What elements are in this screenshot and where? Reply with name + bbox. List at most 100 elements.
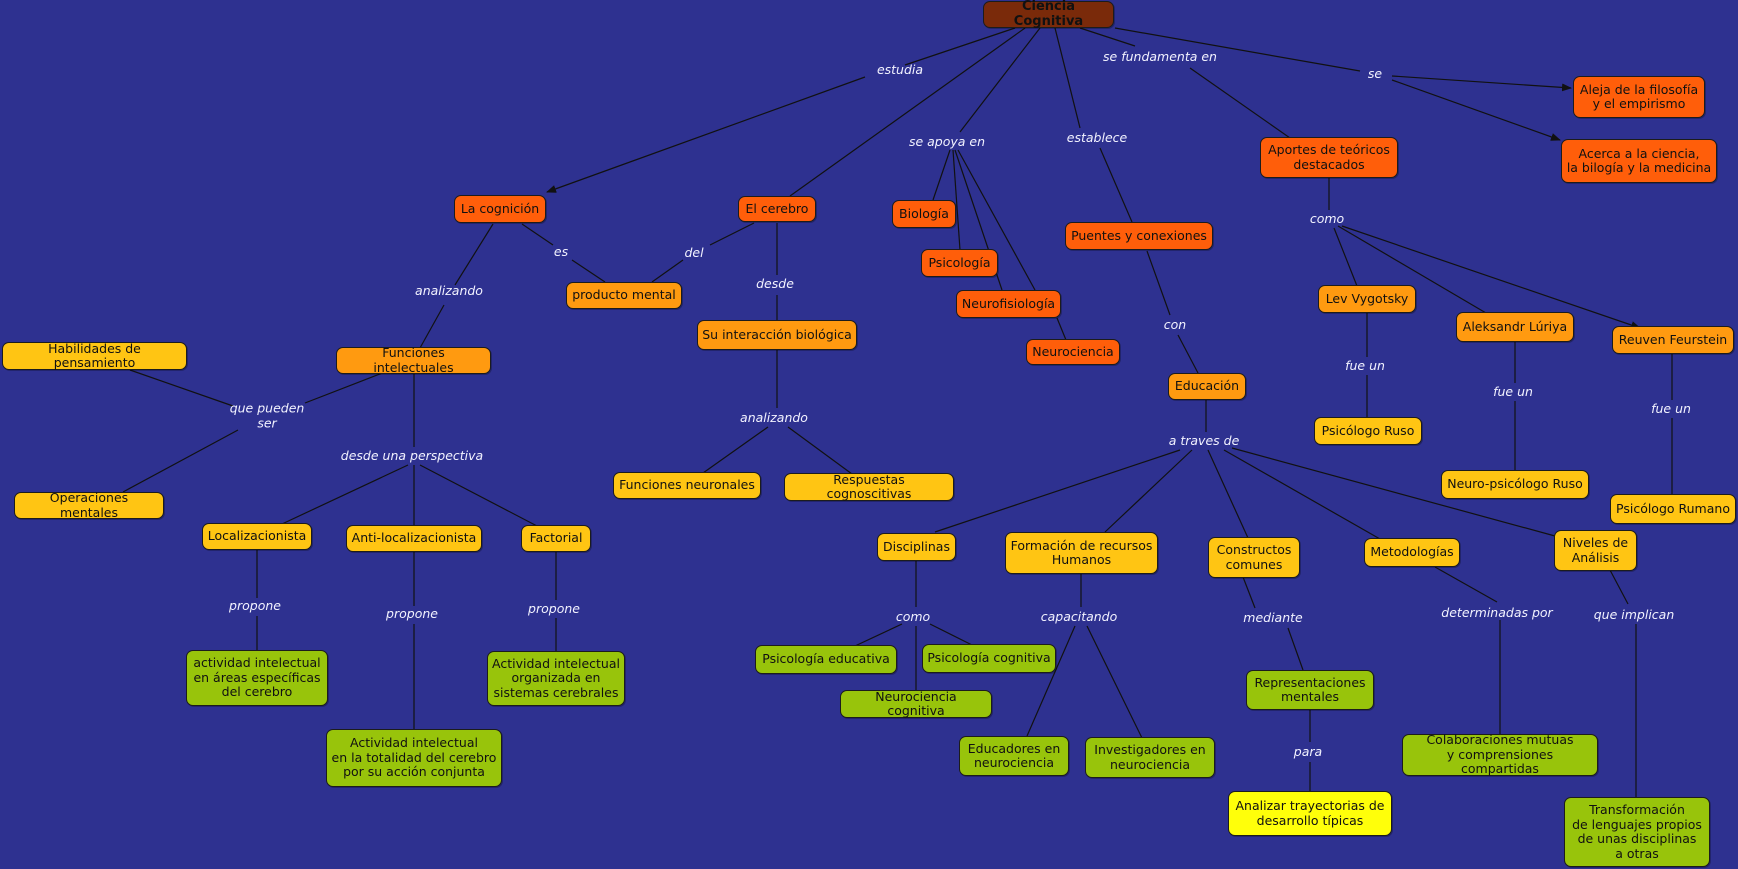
line-como-luriya — [1337, 225, 1487, 314]
line-root-fundamenta — [1079, 27, 1136, 47]
link-label-es: es — [553, 243, 569, 259]
line-root-cerebro — [789, 27, 1026, 197]
line-analizando-funciones — [419, 304, 445, 349]
link-label-mediante: mediante — [1243, 609, 1303, 625]
concept-representaciones-mentales[interactable]: Representaciones mentales — [1246, 670, 1374, 710]
line-root-se — [1114, 27, 1361, 72]
line-cognicion-es — [521, 223, 554, 246]
concept-actividad-totalidad[interactable]: Actividad intelectual en la totalidad de… — [326, 729, 502, 787]
line-cerebro-del — [709, 222, 755, 246]
concept-aleja-filosofia[interactable]: Aleja de la filosofía y el empirismo — [1573, 76, 1705, 118]
concept-neuropsicologo-ruso[interactable]: Neuro-psicólogo Ruso — [1441, 470, 1589, 499]
concept-educacion[interactable]: Educación — [1168, 373, 1246, 400]
line-mediante-representaciones — [1287, 627, 1304, 671]
concept-puentes-conexiones[interactable]: Puentes y conexiones — [1065, 222, 1213, 250]
concept-transformacion-lenguajes[interactable]: Transformación de lenguajes propios de u… — [1564, 797, 1710, 867]
concept-aleksandr-luriya[interactable]: Aleksandr Lúriya — [1456, 312, 1574, 342]
concept-interaccion-biologica[interactable]: Su interacción biológica — [697, 320, 857, 350]
link-label-capacitando: capacitando — [1040, 608, 1118, 624]
line-capacitando-educadores — [1026, 625, 1076, 737]
link-label-establece: establece — [1066, 129, 1128, 145]
link-label-desde-una-perspectiva: desde una perspectiva — [340, 447, 484, 463]
line-atraves-disciplinas — [934, 449, 1181, 533]
concept-psicologo-ruso[interactable]: Psicólogo Ruso — [1314, 417, 1422, 445]
line-desdepersp-loc — [281, 464, 409, 525]
link-label-como-2: como — [1309, 210, 1345, 226]
link-label-fue-un-3: fue un — [1651, 400, 1691, 416]
concept-colaboraciones-mutuas[interactable]: Colaboraciones mutuas y comprensiones co… — [1402, 733, 1598, 776]
concept-psicologia[interactable]: Psicología — [921, 249, 998, 277]
link-label-estudia: estudia — [876, 61, 924, 77]
concept-disciplinas[interactable]: Disciplinas — [877, 533, 956, 561]
concept-producto-mental[interactable]: producto mental — [566, 282, 682, 309]
concept-metodologias[interactable]: Metodologías — [1364, 538, 1460, 567]
line-con-educacion — [1177, 334, 1199, 374]
link-label-analizando-1: analizando — [415, 282, 483, 298]
concept-respuestas-cognoscitivas[interactable]: Respuestas cognoscitivas — [784, 472, 954, 501]
concept-operaciones-mentales[interactable]: Operaciones mentales — [14, 490, 164, 519]
concept-actividad-areas[interactable]: actividad intelectual en áreas específic… — [186, 650, 328, 706]
concept-funciones-neuronales[interactable]: Funciones neuronales — [613, 472, 761, 499]
line-apoya-neurociencia — [957, 149, 1036, 291]
link-label-propone-3: propone — [528, 600, 580, 616]
concept-neurociencia-cognitiva[interactable]: Neurociencia cognitiva — [840, 689, 992, 718]
concept-aportes-teoricos[interactable]: Aportes de teóricos destacados — [1260, 137, 1398, 178]
line-es-producto — [571, 259, 606, 283]
line-se-aleja — [1391, 75, 1572, 92]
link-label-se: se — [1367, 65, 1383, 81]
link-label-que-implican: que implican — [1593, 606, 1675, 622]
concept-habilidades-pensamiento[interactable]: Habilidades de pensamiento — [2, 341, 187, 370]
line-analizando-respuestas — [787, 426, 853, 475]
line-neurofisio-neurociencia — [1056, 317, 1067, 341]
concept-acerca-ciencia[interactable]: Acerca a la ciencia, la bilogía y la med… — [1561, 139, 1717, 183]
concept-neurociencia[interactable]: Neurociencia — [1026, 339, 1120, 365]
concept-neurofisiologia[interactable]: Neurofisiología — [956, 290, 1061, 318]
concept-localizacionista[interactable]: Localizacionista — [202, 523, 312, 550]
line-se-acerca — [1391, 79, 1561, 141]
concept-ciencia-cognitiva[interactable]: Ciencia Cognitiva — [983, 0, 1114, 28]
link-label-determinadas-por: determinadas por — [1441, 604, 1553, 620]
concept-funciones-intelectuales[interactable]: Funciones intelectuales — [336, 345, 491, 374]
line-root-seapoya — [959, 27, 1041, 133]
link-label-como-1: como — [895, 608, 931, 624]
concept-el-cerebro[interactable]: El cerebro — [738, 196, 816, 222]
line-como-psiccognitiva — [929, 623, 973, 646]
line-como-psiceducativa — [854, 623, 903, 647]
concept-analizar-trayectorias[interactable]: Analizar trayectorias de desarrollo típi… — [1228, 791, 1392, 836]
concept-niveles-analisis[interactable]: Niveles de Análisis — [1554, 530, 1637, 571]
line-atraves-niveles — [1231, 447, 1556, 537]
concept-biologia[interactable]: Biología — [892, 200, 956, 228]
line-del-producto — [651, 259, 684, 283]
concept-psicologo-rumano[interactable]: Psicólogo Rumano — [1610, 494, 1736, 524]
concept-educadores-neurociencia[interactable]: Educadores en neurociencia — [959, 736, 1069, 776]
concept-anti-localizacionista[interactable]: Anti-localizacionista — [346, 525, 482, 552]
link-label-del: del — [684, 244, 704, 260]
concept-factorial[interactable]: Factorial — [521, 525, 591, 552]
concept-constructos-comunes[interactable]: Constructos comunes — [1208, 537, 1300, 578]
line-root-establece — [1054, 27, 1081, 129]
concept-reuven-feurstein[interactable]: Reuven Feurstein — [1612, 326, 1734, 354]
link-label-que-pueden-ser: que pueden ser — [229, 400, 305, 430]
line-apoya-psicologia — [952, 149, 961, 251]
link-label-analizando-2: analizando — [740, 409, 808, 425]
line-como-vygotsky — [1333, 227, 1358, 287]
line-funciones-quepueden — [304, 371, 386, 404]
link-label-desde: desde — [756, 275, 794, 291]
concept-lev-vygotsky[interactable]: Lev Vygotsky — [1318, 285, 1416, 313]
concept-psicologia-cognitiva[interactable]: Psicología cognitiva — [922, 644, 1056, 673]
concept-psicologia-educativa[interactable]: Psicología educativa — [755, 645, 897, 674]
line-cognicion-analizando — [454, 223, 494, 286]
line-fundamenta-aportes — [1189, 67, 1291, 139]
line-como-feurstein — [1341, 225, 1641, 329]
concept-formacion-recursos[interactable]: Formación de recursos Humanos — [1005, 532, 1158, 574]
line-apoya-biologia — [932, 149, 951, 201]
link-label-para: para — [1293, 743, 1323, 759]
line-quepueden-operaciones — [122, 429, 239, 493]
link-label-a-traves-de: a traves de — [1168, 432, 1240, 448]
line-atraves-formacion — [1104, 449, 1193, 533]
concept-investigadores-neurociencia[interactable]: Investigadores en neurociencia — [1085, 737, 1215, 778]
link-label-se-fundamenta-en: se fundamenta en — [1103, 48, 1217, 64]
concept-actividad-sistemas[interactable]: Actividad intelectual organizada en sist… — [487, 651, 625, 706]
link-label-con: con — [1163, 316, 1187, 332]
concept-la-cognicion[interactable]: La cognición — [454, 195, 546, 223]
